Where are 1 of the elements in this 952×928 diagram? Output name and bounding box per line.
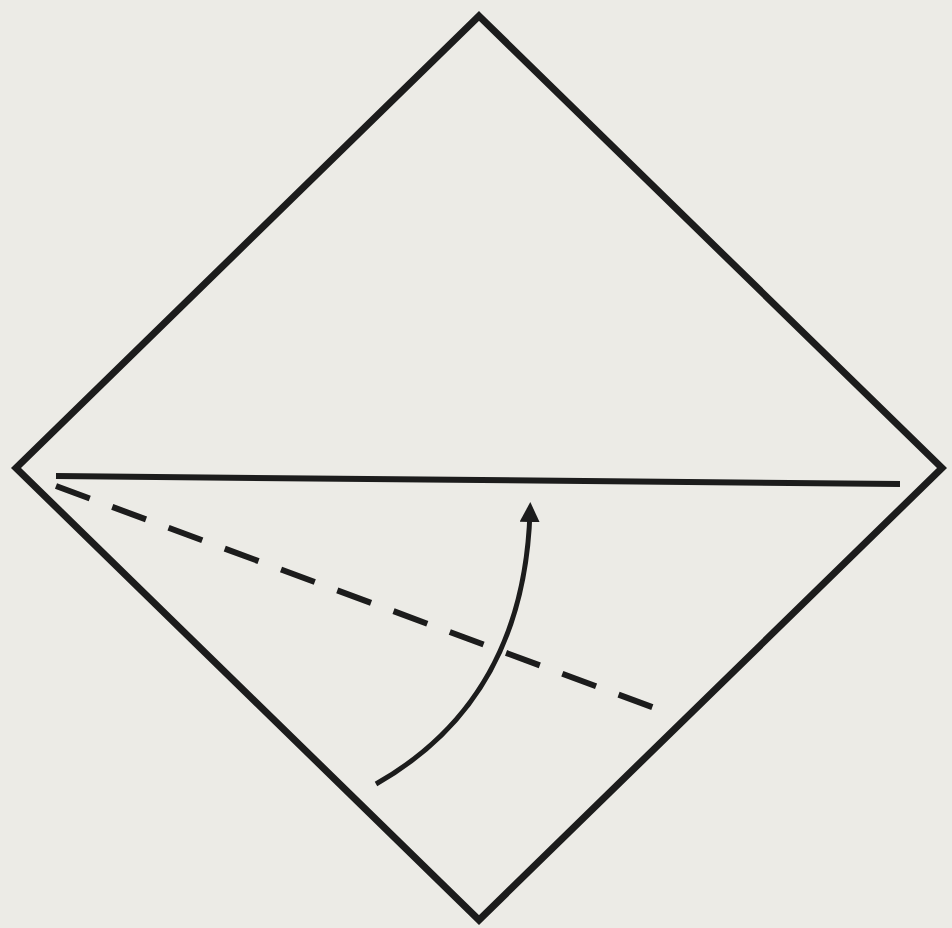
paper-square-outline bbox=[11, 11, 947, 925]
